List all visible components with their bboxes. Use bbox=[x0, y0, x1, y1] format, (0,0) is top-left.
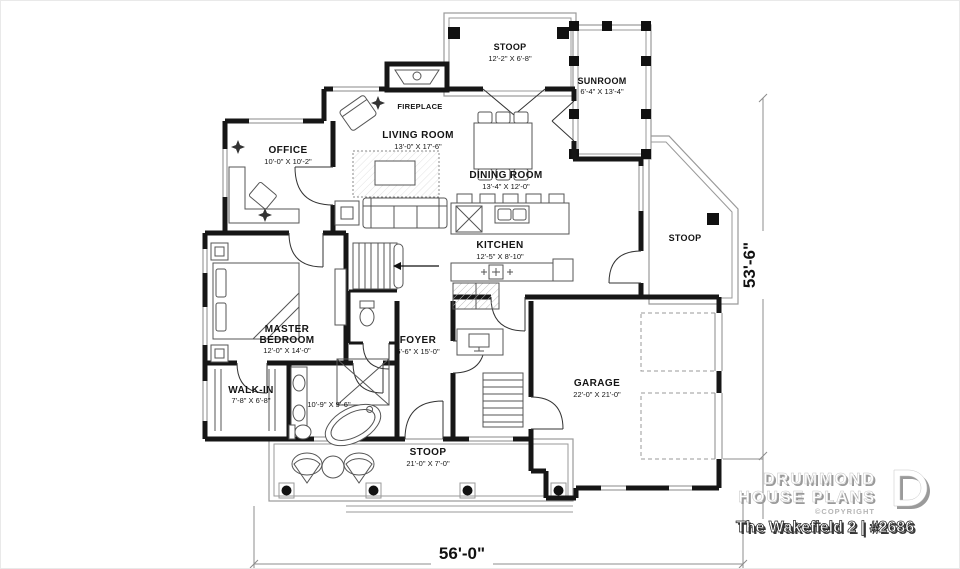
sink bbox=[292, 374, 306, 392]
svg-text:MASTER: MASTER bbox=[265, 324, 310, 335]
label-walkin: WALK-IN 7'-8" X 6'-8" bbox=[228, 385, 274, 405]
svg-text:22'-0" X 21'-0": 22'-0" X 21'-0" bbox=[573, 390, 621, 399]
garage-details bbox=[640, 312, 723, 460]
svg-text:13'-4" X 12'-0": 13'-4" X 12'-0" bbox=[482, 182, 530, 191]
stair-direction-arrow bbox=[393, 262, 401, 270]
mudroom-desk bbox=[456, 328, 504, 356]
bottom-porch bbox=[268, 438, 574, 513]
svg-text:LIVING ROOM: LIVING ROOM bbox=[382, 130, 454, 141]
label-stoop-right: STOOP bbox=[669, 233, 702, 243]
svg-text:12'-0" X 14'-0": 12'-0" X 14'-0" bbox=[263, 346, 311, 355]
label-foyer: FOYER 6'-6" X 15'-0" bbox=[396, 335, 440, 356]
svg-text:OFFICE: OFFICE bbox=[268, 145, 307, 156]
porch-post bbox=[448, 27, 460, 39]
vanity bbox=[290, 366, 308, 430]
label-fireplace: FIREPLACE bbox=[397, 102, 442, 111]
svg-text:STOOP: STOOP bbox=[410, 447, 447, 458]
bed bbox=[212, 262, 300, 340]
svg-text:BEDROOM: BEDROOM bbox=[259, 335, 314, 346]
drummond-logo-icon bbox=[893, 469, 928, 507]
office-chair bbox=[248, 181, 277, 210]
staircase-up bbox=[352, 242, 439, 290]
porch-post bbox=[278, 482, 567, 499]
side-table bbox=[334, 200, 360, 226]
master-furniture bbox=[210, 242, 347, 363]
shower bbox=[336, 358, 390, 406]
svg-text:6'-4" X 13'-4": 6'-4" X 13'-4" bbox=[580, 87, 624, 96]
svg-text:6'-6" X 15'-0": 6'-6" X 15'-0" bbox=[396, 347, 440, 356]
walkin-rods bbox=[214, 369, 276, 431]
office-desk bbox=[228, 166, 300, 224]
bathtub bbox=[324, 403, 382, 447]
svg-text:DINING ROOM: DINING ROOM bbox=[469, 170, 542, 181]
label-dining-room: DINING ROOM 13'-4" X 12'-0" bbox=[469, 170, 542, 191]
svg-text:DRUMMOND: DRUMMOND bbox=[765, 473, 878, 490]
plan-title: The Wakefield 2 | #2686 bbox=[736, 519, 914, 536]
interior-walls bbox=[347, 289, 397, 345]
svg-text:FOYER: FOYER bbox=[400, 335, 437, 346]
svg-text:The Wakefield 2 | #2686: The Wakefield 2 | #2686 bbox=[738, 521, 916, 538]
sofa bbox=[362, 197, 448, 229]
staircase-basement bbox=[482, 372, 524, 428]
garage-door-track bbox=[640, 392, 716, 460]
svg-text:13'-0" X 17'-6": 13'-0" X 17'-6" bbox=[394, 142, 442, 151]
dishwasher bbox=[455, 205, 483, 233]
dining-set bbox=[473, 111, 533, 181]
svg-text:12'-2" X 6'-8": 12'-2" X 6'-8" bbox=[488, 54, 532, 63]
label-bath-dims: 10'-9" X 9'-6" bbox=[307, 400, 351, 409]
coffee-table bbox=[374, 160, 416, 186]
office-furniture bbox=[228, 140, 300, 224]
porch-post bbox=[557, 27, 569, 39]
stove bbox=[481, 264, 513, 280]
label-stoop-bottom: STOOP 21'-0" X 7'-0" bbox=[406, 447, 450, 468]
garage-door-track bbox=[640, 312, 716, 372]
pantry-cabinet bbox=[552, 258, 574, 282]
sink bbox=[292, 404, 306, 422]
overall-width-dimension: 56'-0" bbox=[439, 544, 485, 563]
bath-fixtures bbox=[288, 300, 390, 447]
dresser bbox=[334, 268, 347, 326]
kitchen-sink bbox=[494, 205, 530, 224]
french-door bbox=[482, 88, 546, 116]
brand-logo: DRUMMOND DRUMMOND HOUSE PLANS HOUSE PLAN… bbox=[736, 469, 930, 538]
svg-text:7'-8" X 6'-8": 7'-8" X 6'-8" bbox=[231, 396, 270, 405]
fireplace bbox=[384, 61, 450, 93]
nightstand bbox=[210, 242, 229, 363]
svg-text:12'-5" X 8'-10": 12'-5" X 8'-10" bbox=[476, 252, 524, 261]
overall-height-dimension: 53'-6" bbox=[740, 242, 759, 288]
top-stoop-porch bbox=[443, 12, 577, 97]
svg-text:GARAGE: GARAGE bbox=[574, 378, 620, 389]
right-stoop-porch bbox=[648, 135, 739, 305]
label-office: OFFICE 10'-0" X 10'-2" bbox=[264, 145, 312, 166]
french-door bbox=[551, 100, 575, 142]
plant bbox=[231, 140, 245, 154]
living-room-furniture bbox=[334, 95, 448, 229]
dimension-lines bbox=[249, 93, 768, 568]
label-stoop-top: STOOP 12'-2" X 6'-8" bbox=[488, 42, 532, 63]
label-sunroom: SUNROOM 6'-4" X 13'-4" bbox=[577, 76, 626, 96]
label-kitchen: KITCHEN 12'-5" X 8'-10" bbox=[476, 240, 524, 261]
svg-text:SUNROOM: SUNROOM bbox=[577, 76, 626, 86]
copyright-text: ©COPYRIGHT bbox=[815, 507, 875, 516]
label-living-room: LIVING ROOM 13'-0" X 17'-6" bbox=[382, 130, 454, 151]
armchair bbox=[339, 95, 377, 131]
svg-text:WALK-IN: WALK-IN bbox=[228, 385, 274, 396]
svg-text:STOOP: STOOP bbox=[494, 42, 527, 52]
bar-stools bbox=[456, 193, 565, 204]
label-master-bedroom: MASTER BEDROOM 12'-0" X 14'-0" bbox=[259, 324, 314, 355]
svg-text:21'-0" X 7'-0": 21'-0" X 7'-0" bbox=[406, 459, 450, 468]
kitchen-fixtures bbox=[450, 193, 574, 310]
brand-name-line2: HOUSE PLANS bbox=[738, 489, 876, 506]
svg-text:KITCHEN: KITCHEN bbox=[476, 240, 523, 251]
porch-post bbox=[707, 213, 719, 225]
powder-toilet bbox=[359, 300, 375, 327]
brand-name-line1: DRUMMOND bbox=[763, 471, 876, 488]
svg-text:10'-0" X 10'-2": 10'-0" X 10'-2" bbox=[264, 157, 312, 166]
toilet bbox=[288, 424, 312, 440]
porch-table bbox=[321, 455, 345, 479]
label-garage: GARAGE 22'-0" X 21'-0" bbox=[573, 378, 621, 399]
svg-text:HOUSE PLANS: HOUSE PLANS bbox=[740, 491, 878, 508]
